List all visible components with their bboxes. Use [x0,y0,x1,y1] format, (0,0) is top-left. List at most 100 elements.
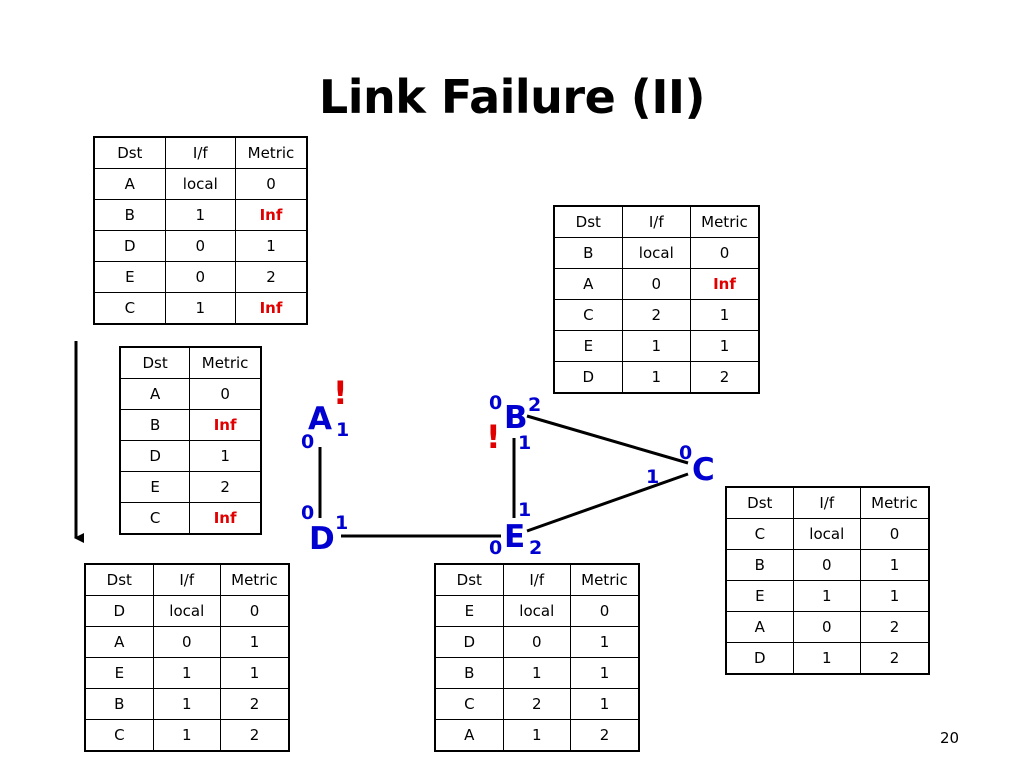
table-cell: 1 [569,626,640,658]
table-cell: 1 [152,719,221,752]
table-cell: A [84,626,154,658]
table-cell: 1 [859,549,930,581]
table-cell: 1 [569,688,640,720]
table-cell: 1 [569,657,640,689]
page-number: 20 [940,729,960,747]
table-cell: D [725,642,794,675]
table-cell: 1 [502,657,571,689]
table-cell: 1 [152,657,221,689]
table-cell: E [119,471,191,503]
port-d-1: 1 [335,512,349,534]
table-cell: B [93,199,166,231]
node-a: A [308,401,332,437]
table-cell: 1 [189,440,262,472]
table-cell: B [434,657,504,689]
table-cell: 1 [621,330,691,362]
table-cell: Inf [234,292,308,325]
column-header: I/f [502,563,571,596]
port-c-0: 0 [679,442,693,464]
table-cell: 1 [164,292,236,325]
table-cell: D [434,626,504,658]
failure-mark-b: ! [486,418,501,456]
table-cell: D [553,361,623,394]
table-cell: A [119,378,191,410]
table-cell: 2 [569,719,640,752]
table-cell: 1 [502,719,571,752]
column-header: Dst [553,205,623,238]
node-e: E [504,519,526,555]
table-cell: E [725,580,794,612]
table-cell: C [84,719,154,752]
column-header: I/f [792,486,861,519]
table-cell: 0 [621,268,691,300]
port-b-1: 1 [518,432,532,454]
node-d: D [309,521,335,557]
table-cell: D [119,440,191,472]
table-cell: B [725,549,794,581]
link-b-c [526,414,689,465]
slide-title: Link Failure (II) [318,70,706,124]
column-header: Dst [434,563,504,596]
port-e-1: 1 [518,499,532,521]
table-cell: local [621,237,691,269]
table-cell: C [434,688,504,720]
column-header: Dst [119,346,191,379]
table-cell: 1 [219,626,290,658]
table-cell: C [553,299,623,331]
table-cell: 2 [234,261,308,293]
node-b: B [504,400,528,436]
table-cell: C [93,292,166,325]
table-cell: 0 [164,230,236,262]
column-header: I/f [621,205,691,238]
table-cell: 1 [164,199,236,231]
table-cell: Inf [689,268,760,300]
column-header: Metric [689,205,760,238]
table-cell: C [119,502,191,535]
table-cell: B [553,237,623,269]
table-cell: 1 [859,580,930,612]
port-e-2: 2 [529,537,543,559]
table-cell: 0 [792,611,861,643]
table-cell: 2 [859,642,930,675]
table-cell: 2 [689,361,760,394]
table-cell: 1 [792,580,861,612]
table-cell: 0 [502,626,571,658]
port-c-1: 1 [646,466,660,488]
table-cell: 2 [189,471,262,503]
port-b-0: 0 [489,392,503,414]
link-e-c [526,472,689,533]
node-c: C [692,452,715,488]
table-cell: A [725,611,794,643]
table-cell: E [93,261,166,293]
